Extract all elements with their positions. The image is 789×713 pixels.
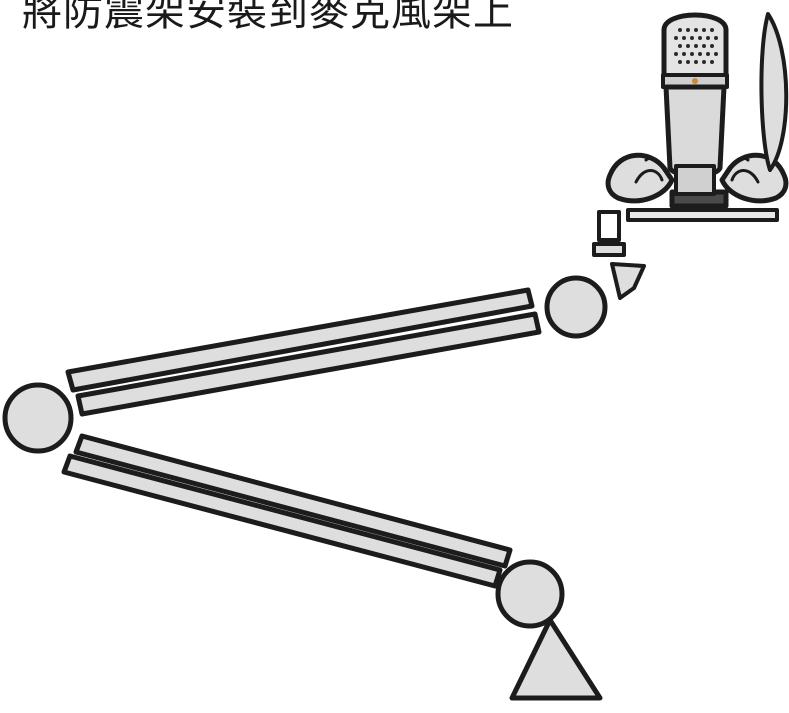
upper-arm — [65, 287, 542, 417]
bottom-joint — [495, 559, 565, 629]
instruction-caption: 將防震架安裝到麥克風架上 — [22, 0, 514, 35]
base-stand — [509, 617, 603, 701]
left-joint — [2, 382, 74, 454]
top-joint — [544, 275, 608, 339]
condenser-microphone — [661, 12, 729, 196]
mic-grille-dots — [674, 28, 718, 64]
shock-mount-plate — [626, 208, 779, 222]
adapter-cone — [610, 262, 646, 300]
lower-arm — [61, 433, 513, 589]
thread-adapter — [592, 210, 626, 257]
mic-indicator-dot — [692, 78, 698, 84]
shock-mount-cradle — [605, 152, 789, 209]
pop-filter — [759, 12, 789, 172]
